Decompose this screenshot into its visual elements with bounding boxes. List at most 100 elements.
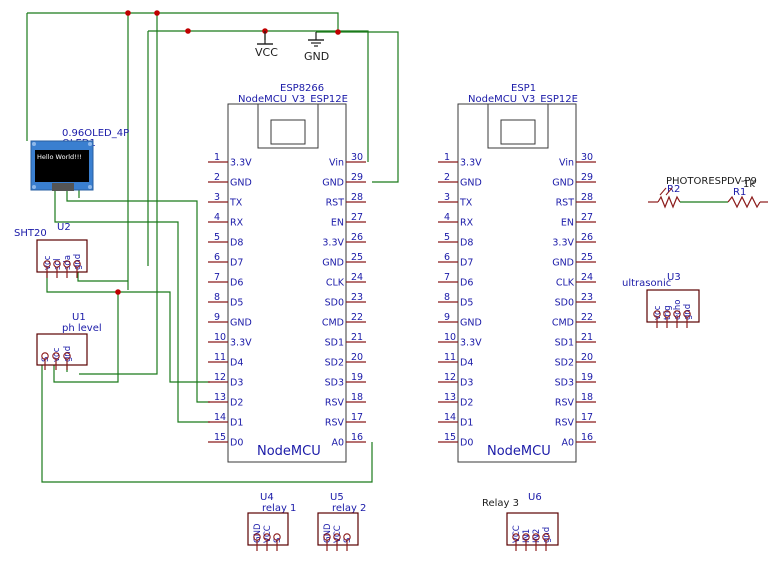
relay3-ref: U6: [528, 492, 542, 503]
pin-number: 30: [581, 152, 593, 163]
mcu-model: NodeMCU_V3_ESP12E: [238, 94, 348, 105]
wire-vin: [148, 30, 369, 162]
pin-number: 25: [351, 252, 363, 263]
pin-number: 1: [444, 152, 450, 163]
pin-number: 11: [444, 352, 456, 363]
pin-number: 8: [214, 292, 220, 303]
pin-number: 5: [444, 232, 450, 243]
pin-number: 6: [214, 252, 220, 263]
oled-screen: [35, 150, 89, 182]
pin-number: 26: [351, 232, 363, 243]
pin-label: TX: [229, 198, 243, 209]
header-pin-label: gnd: [683, 304, 693, 320]
header-pin-label: sda: [63, 255, 73, 270]
photoresistor: PHOTORESPDV-P9 R2: [648, 176, 757, 209]
pin-label: SD3: [555, 378, 574, 389]
vcc-symbol: VCC: [255, 31, 278, 59]
junction-dot: [125, 10, 131, 16]
relay-3: Relay 3 U6: [482, 492, 559, 546]
pin-number: 23: [351, 292, 363, 303]
sht-value: SHT20: [14, 228, 47, 239]
pin-number: 7: [444, 272, 450, 283]
pin-label: D5: [460, 298, 473, 309]
pin-number: 25: [581, 252, 593, 263]
relay1-ref: U4: [260, 492, 274, 503]
pin-label: Vin: [559, 158, 574, 169]
pin-label: D2: [460, 398, 473, 409]
mcu-name: NodeMCU: [487, 444, 551, 459]
header-pin-label: GND: [253, 523, 263, 543]
header-pin-label: trig: [663, 305, 673, 320]
pin-label: SD0: [325, 298, 344, 309]
pin-label: RX: [460, 218, 474, 229]
pin-label: GND: [552, 258, 574, 269]
mount-hole: [88, 142, 92, 146]
pin-number: 16: [351, 432, 363, 443]
gnd-symbol: GND: [304, 32, 329, 63]
pin-number: 29: [351, 172, 363, 183]
us-ref: U3: [667, 272, 681, 283]
pin-number: 15: [214, 432, 226, 443]
pin-label: GND: [322, 258, 344, 269]
pin-number: 12: [214, 372, 226, 383]
mcu-chip: [500, 119, 536, 145]
esp1-module: ESP1 NodeMCU_V3_ESP12E NodeMCU: [457, 83, 578, 463]
header-pin-label: vcc: [653, 305, 663, 320]
mount-hole: [32, 142, 36, 146]
pin-label: CMD: [322, 318, 344, 329]
photo-value: PHOTORESPDV-P9: [666, 176, 757, 187]
pin-label: RST: [556, 198, 575, 209]
mcu-title: ESP8266: [280, 83, 324, 94]
pin-number: 9: [214, 312, 220, 323]
mcu-antenna: [487, 103, 549, 149]
pin-number: 10: [214, 332, 226, 343]
junction-dot: [335, 29, 341, 35]
pin-number: 23: [581, 292, 593, 303]
relay-1: U4 relay 1: [247, 492, 296, 546]
pin-label: SD3: [325, 378, 344, 389]
relay3-value: Relay 3: [482, 498, 519, 509]
pin-number: 7: [214, 272, 220, 283]
oled-screen-text: Hello World!!!: [37, 153, 82, 161]
pin-number: 30: [351, 152, 363, 163]
pin-number: 19: [581, 372, 593, 383]
sht-body: [36, 239, 88, 273]
pin-label: D4: [230, 358, 243, 369]
pin-label: 3.3V: [460, 158, 482, 169]
pin-number: 10: [444, 332, 456, 343]
pin-number: 2: [214, 172, 220, 183]
sht20-sensor: SHT20 U2: [14, 222, 88, 273]
photo-ref: R2: [667, 184, 680, 195]
relay2-body: [317, 512, 359, 546]
pin-label: D7: [460, 258, 473, 269]
pin-label: SD1: [555, 338, 574, 349]
vcc-label: VCC: [255, 46, 278, 59]
pin-number: 4: [214, 212, 220, 223]
pin-label: EN: [331, 218, 344, 229]
pin-number: 14: [444, 412, 456, 423]
ultrasonic-sensor: ultrasonic U3: [622, 272, 700, 323]
junction-dot: [154, 10, 160, 16]
pin-label: D3: [230, 378, 243, 389]
resistor-ref: R1: [733, 187, 746, 198]
junction-dot: [115, 289, 121, 295]
pin-number: 26: [581, 232, 593, 243]
pin-label: 3.3V: [230, 338, 252, 349]
pin-label: CMD: [552, 318, 574, 329]
pin-label: 3.3V: [552, 238, 574, 249]
oled-display: 0.96OLED_4P OLED1 Hello World!!!: [30, 128, 129, 191]
pin-label: RSV: [325, 398, 345, 409]
pin-number: 12: [444, 372, 456, 383]
ph-sensor: U1 ph level: [36, 312, 102, 366]
relay1-value: relay 1: [262, 503, 296, 514]
us-value: ultrasonic: [622, 278, 671, 289]
header-pin-label: gnd: [63, 346, 73, 362]
pin-number: 3: [214, 192, 220, 203]
pin-label: D8: [230, 238, 243, 249]
pin-label: D7: [230, 258, 243, 269]
pin-label: SD2: [325, 358, 344, 369]
pin-label: SD2: [555, 358, 574, 369]
gnd-label: GND: [304, 50, 329, 63]
pin-number: 13: [444, 392, 456, 403]
oled-header: [52, 183, 74, 191]
